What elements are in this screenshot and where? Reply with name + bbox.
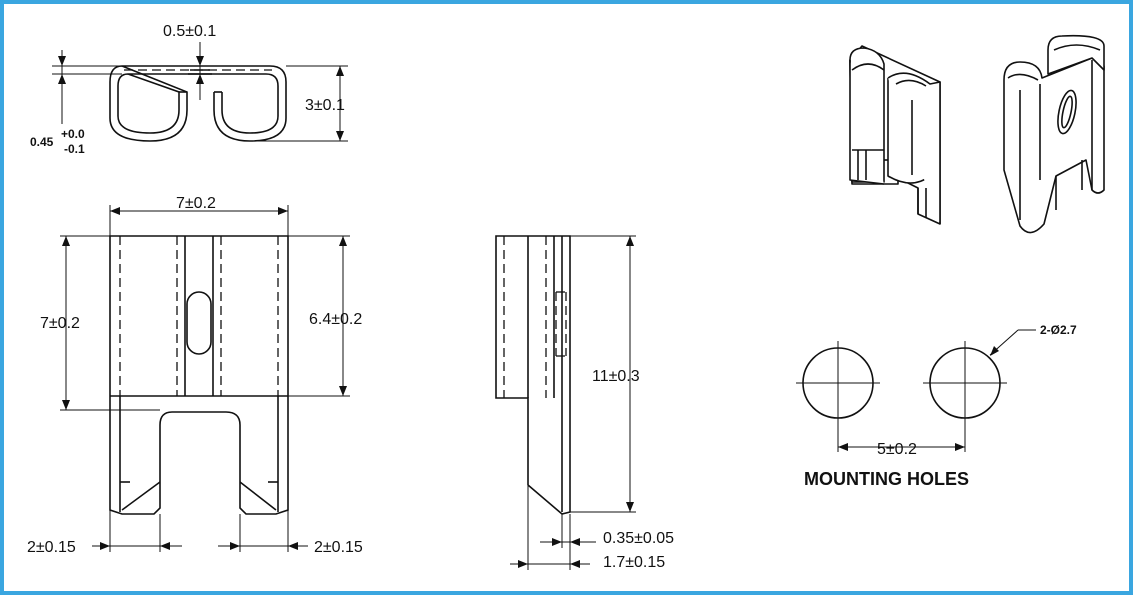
dim-thickness-nominal: 0.45 [30,135,54,149]
top-view-outer [109,65,287,142]
front-view-slot [186,291,212,355]
dim-side-width: 1.7±0.15 [603,554,665,571]
front-view: 7±0.2 7±0.2 6.4±0.2 2±0.15 2±0.15 [27,195,363,556]
dim-sheet-thickness: 0.35±0.05 [603,530,674,547]
dim-front-width: 7±0.2 [176,195,216,212]
dim-body-height: 7±0.2 [40,315,80,332]
dim-thickness-tol-lower: -0.1 [64,142,85,156]
top-view: 0.5±0.1 3±0.1 0.45 +0.0 -0.1 [30,23,348,156]
isometric-view-front [849,45,941,225]
side-view-outline [495,235,571,515]
side-view: 11±0.3 0.35±0.05 1.7±0.15 [495,235,674,571]
dim-hole-spacing: 5±0.2 [877,441,917,458]
top-view-inner [117,73,279,134]
hole-spec-label: 2-Ø2.7 [1040,323,1077,337]
dim-leg-right-width: 2±0.15 [314,539,363,556]
mounting-holes: 2-Ø2.7 5±0.2 MOUNTING HOLES [796,323,1077,489]
dim-wall-thickness: 0.5±0.1 [163,23,216,40]
dim-thickness-tol-upper: +0.0 [61,127,85,141]
isometric-view-back [1003,34,1105,234]
dim-total-height: 11±0.3 [592,368,640,385]
dim-profile-height: 3±0.1 [305,97,345,114]
mounting-holes-title: MOUNTING HOLES [804,469,969,489]
front-view-outline [109,235,289,515]
dim-clip-height: 6.4±0.2 [309,311,362,328]
dim-leg-left-width: 2±0.15 [27,539,76,556]
